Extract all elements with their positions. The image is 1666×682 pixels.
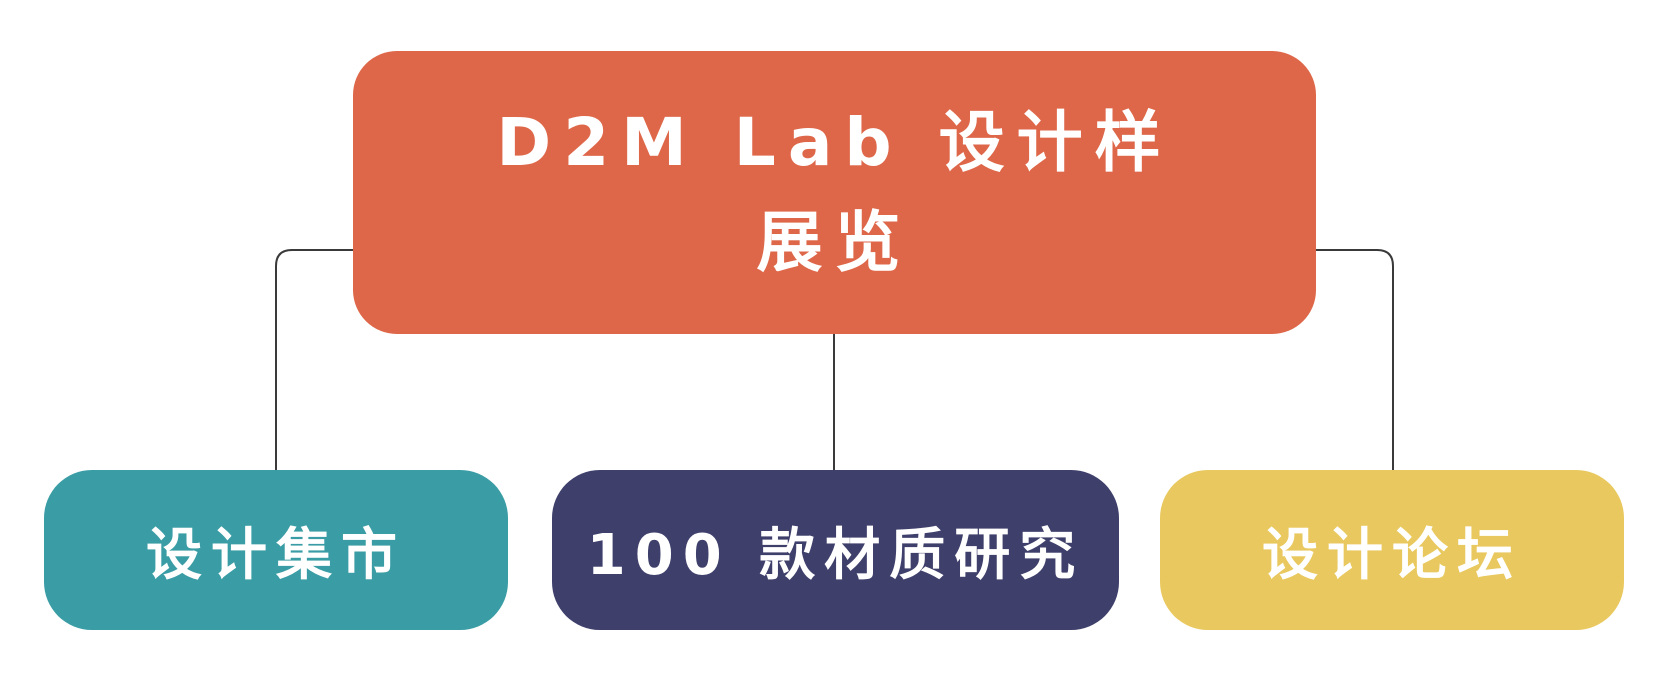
- connector-root-to-left: [275, 249, 353, 470]
- child-node-material-research: 100 款材质研究: [552, 470, 1119, 630]
- child-node-label: 100 款材质研究: [586, 522, 1085, 588]
- connector-root-to-right: [1316, 249, 1394, 470]
- child-node-label: 设计集市: [146, 522, 406, 588]
- root-node: D2M Lab 设计样展览: [353, 51, 1316, 334]
- root-node-label: D2M Lab 设计样展览: [496, 103, 1173, 281]
- child-node-design-market: 设计集市: [44, 470, 508, 630]
- child-node-label: 设计论坛: [1262, 522, 1522, 588]
- child-node-design-forum: 设计论坛: [1160, 470, 1624, 630]
